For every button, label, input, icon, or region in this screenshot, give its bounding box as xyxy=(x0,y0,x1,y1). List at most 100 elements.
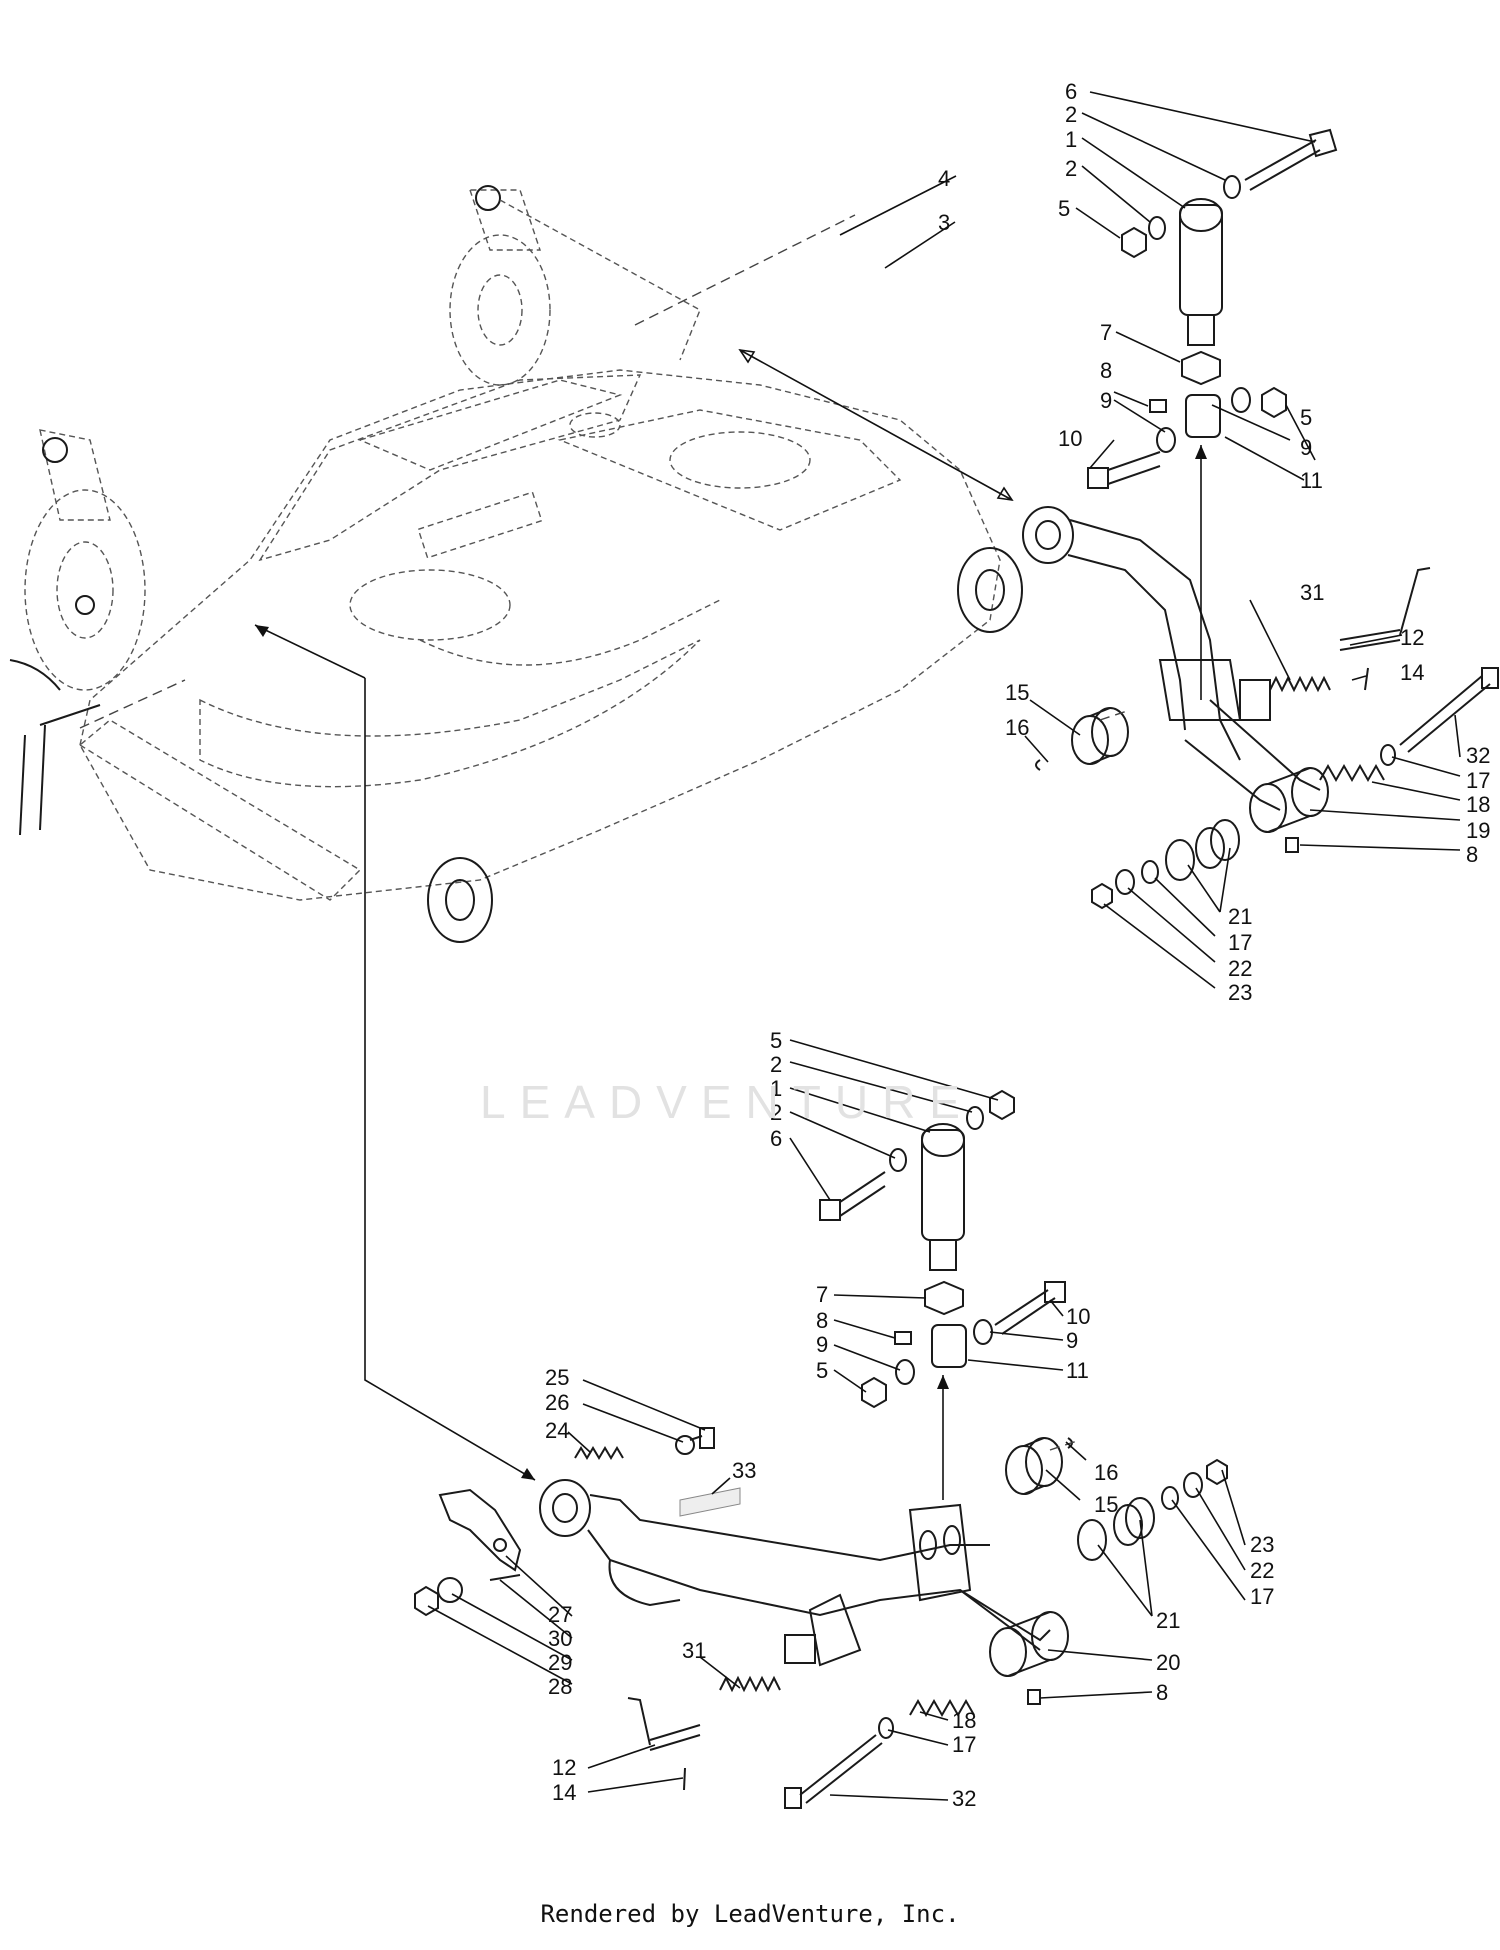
front-left-caster-wheel xyxy=(24,429,146,691)
callout-23: 23 xyxy=(1250,1532,1274,1557)
bolt-32-upper xyxy=(1399,667,1499,753)
callout-2: 2 xyxy=(770,1052,782,1077)
pivot-11-lower xyxy=(931,1324,967,1368)
nut-28 xyxy=(414,1585,439,1617)
callout-8: 8 xyxy=(1466,842,1478,867)
callout-31: 31 xyxy=(682,1638,706,1663)
callout-17: 17 xyxy=(1250,1584,1274,1609)
callout-28: 28 xyxy=(548,1674,572,1699)
callout-8: 8 xyxy=(1100,358,1112,383)
fitting-8-upper xyxy=(1149,399,1167,413)
pivot-11-upper xyxy=(1185,394,1221,438)
callout-21: 21 xyxy=(1228,904,1252,929)
callout-16: 16 xyxy=(1094,1460,1118,1485)
bushing-15-lower xyxy=(1005,1437,1063,1495)
washer-22-lower xyxy=(1183,1472,1203,1498)
tube-20-lower xyxy=(989,1611,1069,1677)
callout-18: 18 xyxy=(1466,792,1490,817)
callout-8: 8 xyxy=(1156,1680,1168,1705)
deck-hitch-pin-left xyxy=(9,659,101,836)
callout-6: 6 xyxy=(770,1126,782,1151)
washer-9-upper-b xyxy=(1156,427,1176,453)
washer-26 xyxy=(675,1435,695,1455)
callout-1: 1 xyxy=(770,1076,782,1101)
link-27 xyxy=(438,1488,522,1572)
bolt-32-lower xyxy=(784,1734,883,1809)
washer-2a xyxy=(1223,175,1241,199)
nut-5-lower-b xyxy=(861,1376,887,1409)
front-right-caster-wheel xyxy=(449,185,701,386)
callout-26: 26 xyxy=(545,1390,569,1415)
clip-16-upper xyxy=(1035,759,1041,771)
shock-1-upper xyxy=(1179,198,1223,346)
callout-22: 22 xyxy=(1250,1558,1274,1583)
callout-25: 25 xyxy=(545,1365,569,1390)
pin-12-lower xyxy=(627,1697,701,1751)
callout-9: 9 xyxy=(1066,1328,1078,1353)
callout-10: 10 xyxy=(1058,426,1082,451)
callout-2: 2 xyxy=(770,1100,782,1125)
callout-17: 17 xyxy=(1228,930,1252,955)
lift-arm-upper xyxy=(1022,506,1321,811)
callout-16: 16 xyxy=(1005,715,1029,740)
callout-9: 9 xyxy=(1300,435,1312,460)
washer-17-upper xyxy=(1380,744,1396,766)
washer-2b xyxy=(1148,216,1166,240)
callout-29: 29 xyxy=(548,1650,572,1675)
spring-31-upper xyxy=(1269,675,1331,693)
watermark: LEADVENTURE xyxy=(480,1076,974,1128)
washer-17-upper-b xyxy=(1141,860,1159,884)
callout-2: 2 xyxy=(1065,156,1077,181)
washer-22-upper xyxy=(1115,869,1135,895)
labels-upper: 6 2 1 2 5 4 3 7 8 5 9 9 10 11 31 12 14 1… xyxy=(938,79,1490,1005)
bolt-6-upper xyxy=(1244,128,1338,191)
callout-19: 19 xyxy=(1466,818,1490,843)
callout-7: 7 xyxy=(816,1282,828,1307)
pin-30 xyxy=(489,1574,521,1581)
mower-deck xyxy=(9,185,1023,943)
callout-18: 18 xyxy=(952,1708,976,1733)
bolt-10-lower xyxy=(994,1281,1066,1335)
spring-18-upper xyxy=(1319,763,1385,783)
tube-19-upper xyxy=(1249,767,1329,833)
fitting-8-lower xyxy=(894,1331,912,1345)
callout-5: 5 xyxy=(1058,196,1070,221)
callout-12: 12 xyxy=(1400,625,1424,650)
washer-9-lower-b xyxy=(895,1359,915,1385)
washer-17-lower xyxy=(1161,1486,1179,1510)
callout-11: 11 xyxy=(1066,1358,1089,1383)
nut-23-lower xyxy=(1206,1458,1228,1486)
bolt-10-upper xyxy=(1087,451,1161,489)
decal-33 xyxy=(679,1487,741,1517)
washer-2c xyxy=(966,1106,984,1130)
callout-8: 8 xyxy=(816,1308,828,1333)
callout-21: 21 xyxy=(1156,1608,1180,1633)
callout-3: 3 xyxy=(938,210,950,235)
callout-4: 4 xyxy=(938,166,950,191)
parts-group-lower xyxy=(414,1089,1228,1809)
callout-33: 33 xyxy=(732,1458,756,1483)
labels-lower: 5 2 1 2 6 7 10 8 9 9 5 11 25 26 24 33 16… xyxy=(545,1028,1274,1811)
spring-18-lower xyxy=(909,1698,975,1718)
washer-9-upper-a xyxy=(1231,387,1251,413)
callout-32: 32 xyxy=(952,1786,976,1811)
callout-27: 27 xyxy=(548,1602,572,1627)
callouts-lower xyxy=(427,1039,1246,1801)
washer-2d xyxy=(889,1148,907,1172)
bolt-6-lower xyxy=(819,1171,886,1221)
pin-14-upper xyxy=(1364,667,1369,691)
washer-9-lower-a xyxy=(973,1319,993,1345)
callout-23: 23 xyxy=(1228,980,1252,1005)
nut-5-upper xyxy=(1121,226,1147,259)
callout-20: 20 xyxy=(1156,1650,1180,1675)
nut-5-lower xyxy=(989,1089,1015,1121)
callout-30: 30 xyxy=(548,1626,572,1651)
callout-6: 6 xyxy=(1065,79,1077,104)
callout-32: 32 xyxy=(1466,743,1490,768)
assembly-lines xyxy=(79,214,1207,1500)
deck-roller-right xyxy=(957,547,1023,633)
callout-31: 31 xyxy=(1300,580,1324,605)
callout-17: 17 xyxy=(1466,768,1490,793)
callout-15: 15 xyxy=(1005,680,1029,705)
